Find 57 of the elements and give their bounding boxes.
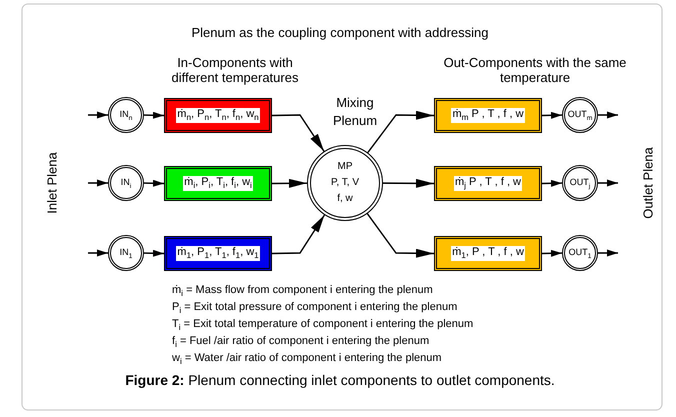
title: Plenum as the coupling component with addressing bbox=[190, 25, 490, 40]
arrow bbox=[542, 180, 562, 187]
node-label: IN$_{1}$ bbox=[120, 246, 132, 260]
node-label: OUT$_{1}$ bbox=[568, 246, 592, 260]
outlet-plenum-circle bbox=[562, 97, 598, 133]
node-label: MP bbox=[338, 160, 352, 174]
arrow bbox=[542, 250, 562, 257]
side-label: Outlet Plena bbox=[640, 147, 656, 219]
in-component-box bbox=[164, 236, 272, 271]
parameter-list: ṁ$_{m}$ P , T , f , w bbox=[451, 108, 525, 123]
arrow bbox=[383, 178, 434, 188]
in-component-box bbox=[164, 166, 272, 201]
arrow bbox=[598, 250, 618, 256]
node-label: IN$_{n}$ bbox=[120, 108, 132, 122]
node-label: OUT$_{j}$ bbox=[570, 176, 590, 190]
definition: f$_{i}$ = Fuel /air ratio of component i entering the plenum bbox=[172, 335, 430, 350]
definition: ṁ$_{i}$ = Mass flow from component i entering the plenum bbox=[172, 284, 433, 298]
out-component-box bbox=[434, 98, 542, 133]
node-label: P, T, V bbox=[331, 176, 359, 190]
arrow bbox=[272, 178, 307, 188]
out-component-box bbox=[434, 236, 542, 271]
definition: T$_{i}$ = Exit total temperature of component i entering the plenum bbox=[172, 318, 474, 332]
arrow bbox=[598, 112, 618, 118]
outlet-plenum-circle bbox=[562, 165, 598, 201]
node-caption: Mixing Plenum bbox=[332, 94, 378, 130]
arrow bbox=[272, 114, 325, 152]
parameter-list: ṁ$_{j}$ P , T , f , w bbox=[454, 176, 522, 191]
arrow bbox=[88, 250, 108, 256]
caption: Figure 2: Plenum connecting inlet components to outlet components. bbox=[124, 372, 556, 388]
parameter-list: ṁ$_{1}$, P , T , f , w bbox=[451, 246, 525, 261]
arrow bbox=[366, 213, 434, 258]
group-heading: In-Components with different temperatures bbox=[170, 55, 300, 85]
arrow bbox=[272, 214, 326, 254]
group-heading: Out-Components with the same temperature bbox=[442, 55, 628, 85]
node-label: IN$_{i}$ bbox=[120, 176, 132, 190]
arrow bbox=[598, 180, 618, 186]
node-label: OUT$_{m}$ bbox=[568, 108, 592, 122]
parameter-list: ṁ$_{n}$, P$_{n}$, T$_{n}$, f$_{n}$, w$_{n}$ bbox=[176, 108, 260, 123]
node-label: f, w bbox=[337, 192, 353, 206]
outlet-plenum-circle bbox=[562, 235, 598, 271]
definition: w$_{i}$ = Water /air ratio of component i entering the plenum bbox=[172, 352, 442, 366]
arrow bbox=[88, 112, 108, 118]
side-label: Inlet Plena bbox=[44, 152, 60, 214]
inlet-plenum-circle bbox=[108, 235, 144, 271]
parameter-list: ṁ$_{i}$, P$_{i}$, T$_{i}$, f$_{i}$, w$_{i}$ bbox=[183, 176, 253, 191]
arrow bbox=[88, 180, 108, 186]
parameter-list: ṁ$_{1}$, P$_{1}$, T$_{1}$, f$_{1}$, w$_{1}$ bbox=[176, 246, 260, 261]
definition: P$_{i}$ = Exit total pressure of component i entering the plenum bbox=[172, 301, 458, 316]
arrow bbox=[144, 112, 164, 119]
arrow bbox=[144, 250, 164, 257]
inlet-plenum-circle bbox=[108, 97, 144, 133]
out-component-box bbox=[434, 166, 542, 201]
in-component-box bbox=[164, 98, 272, 133]
arrow bbox=[542, 112, 562, 119]
arrow bbox=[367, 110, 434, 154]
inlet-plenum-circle bbox=[108, 165, 144, 201]
arrow bbox=[144, 180, 164, 187]
